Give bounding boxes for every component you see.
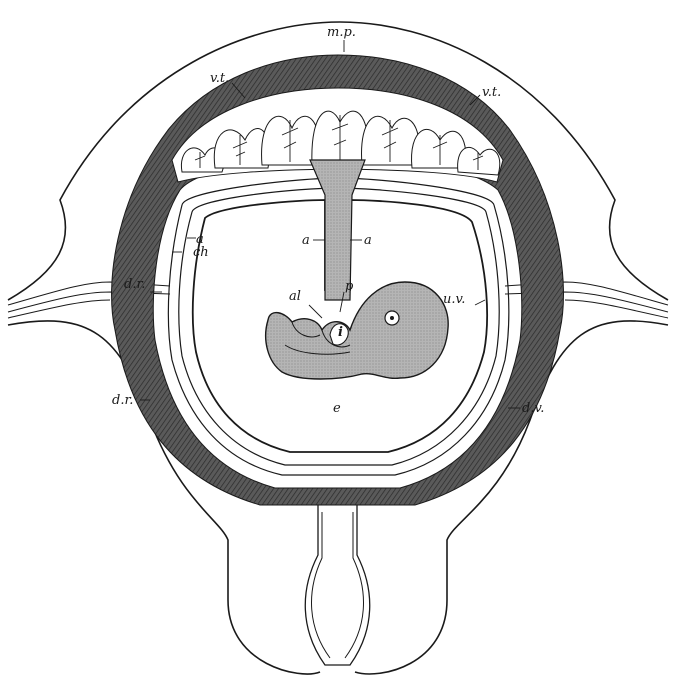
label-dv: d.v. (522, 401, 544, 416)
label-mp: m.p. (327, 25, 356, 40)
label-uv: u.v. (443, 292, 465, 307)
label-dr-lower: d.r. (112, 393, 133, 408)
label-a-right: a (364, 233, 372, 248)
label-vt-left: v.t. (210, 71, 229, 86)
label-p: p (345, 279, 354, 294)
label-vt-right: v.t. (482, 85, 501, 100)
embryo-eye-center (390, 316, 394, 320)
label-dr-upper: d.r. (124, 277, 145, 292)
label-a-mid: a (302, 233, 310, 248)
label-e: e (333, 401, 341, 416)
cervix (305, 505, 369, 665)
label-al: al (289, 289, 301, 304)
cervix-inner (312, 512, 364, 658)
label-ch: ch (193, 245, 209, 260)
label-i: i (338, 325, 343, 340)
